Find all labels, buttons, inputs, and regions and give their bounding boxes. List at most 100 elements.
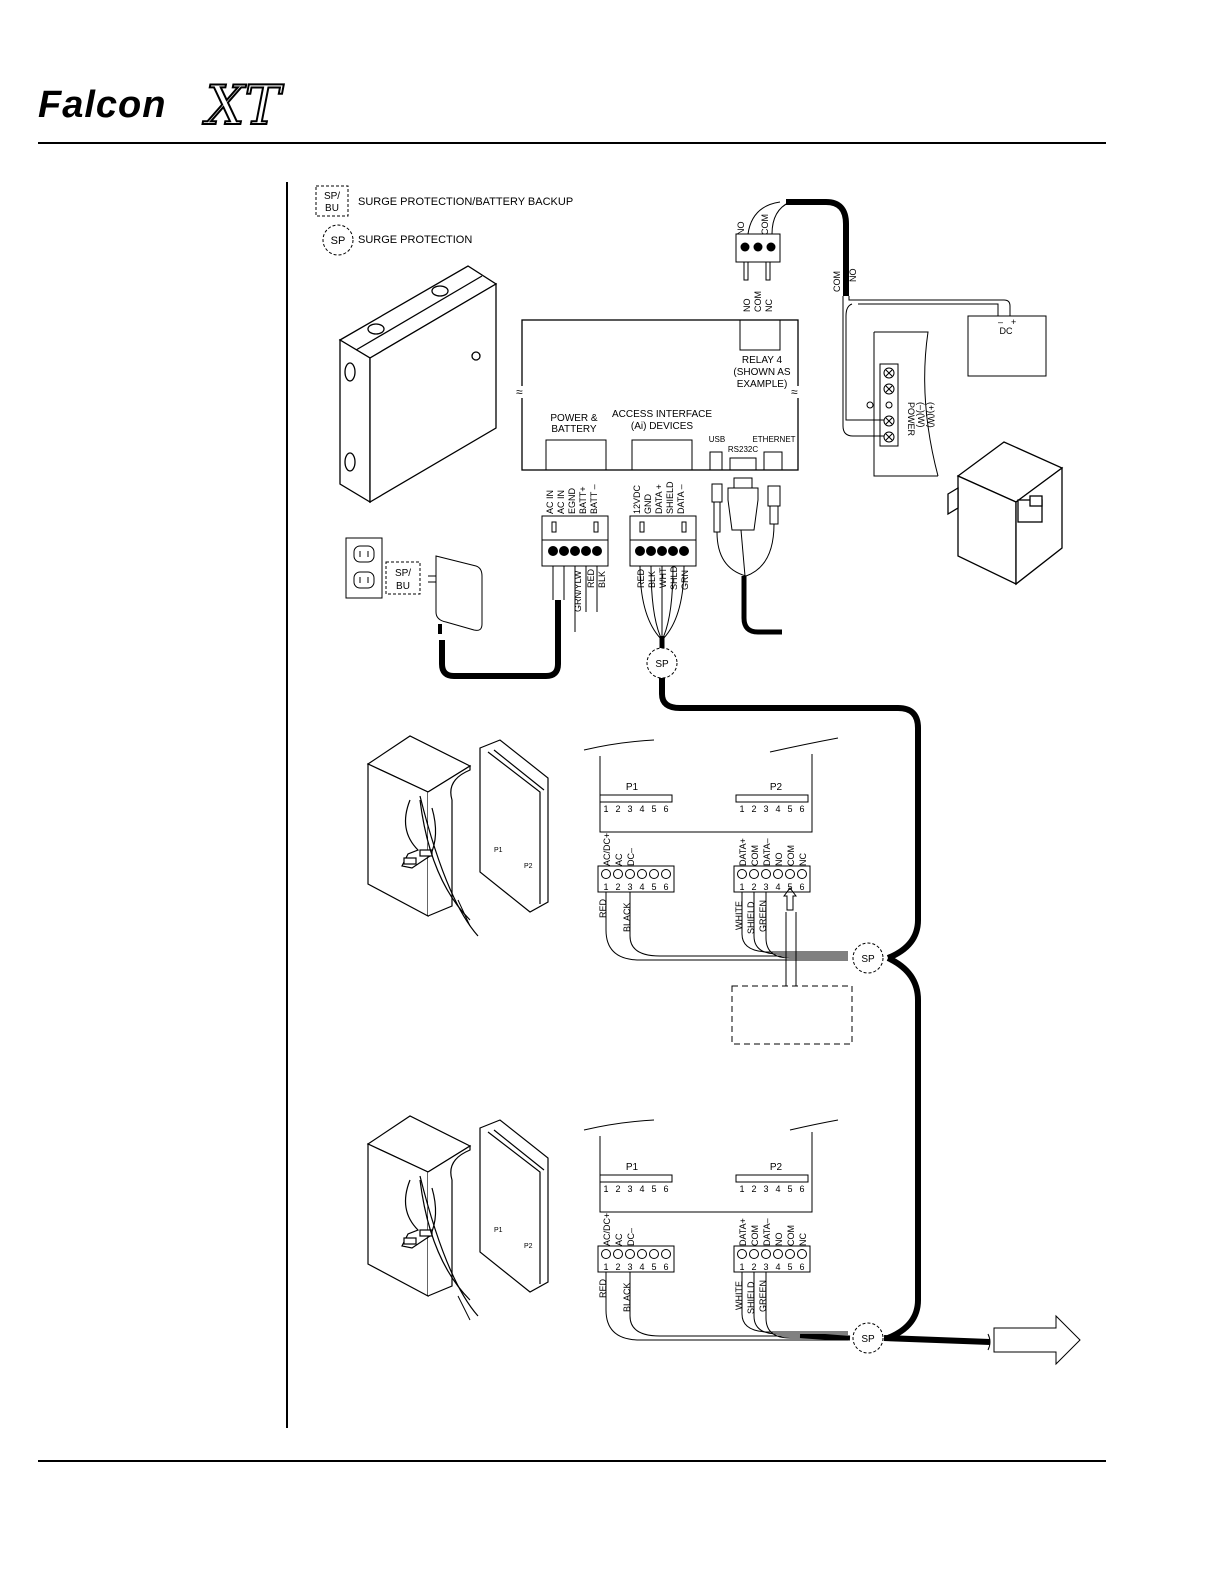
- r1-relay-device: [731, 985, 853, 1045]
- power-cable: [439, 600, 561, 679]
- relay-bottom-com: COM: [753, 291, 763, 312]
- r1-term-data-minus: DATA–: [762, 838, 772, 866]
- term-data-plus: DATA +: [654, 484, 664, 514]
- svg-text:2: 2: [751, 882, 756, 892]
- usb-label: USB: [709, 435, 725, 444]
- svg-text:1: 1: [739, 882, 744, 892]
- svg-text:2: 2: [615, 804, 620, 814]
- r1-wire-shield: SHIELD: [746, 901, 756, 934]
- power-terminal-block: [541, 515, 609, 567]
- outlet-spbu: SP/ BU: [385, 561, 421, 595]
- svg-text:2: 2: [751, 1184, 756, 1194]
- relay-4-header: [739, 319, 781, 351]
- r1-term-no: NO: [774, 853, 784, 867]
- mini-p1-r2: P1: [494, 1227, 503, 1234]
- wire-red-ai: RED: [636, 568, 646, 588]
- svg-text:2: 2: [615, 1184, 620, 1194]
- spbu-legend-text: SURGE PROTECTION/BATTERY BACKUP: [358, 196, 573, 208]
- trunk-cable-1: [659, 678, 921, 961]
- dc-plus: +: [1011, 317, 1016, 327]
- svg-text:5: 5: [787, 1184, 792, 1194]
- svg-text:3: 3: [763, 804, 768, 814]
- wire-grn-ai: GRN: [680, 570, 690, 590]
- ai-terminal-block: [629, 515, 697, 567]
- sp-marker-2: SP: [852, 942, 884, 974]
- comm-cables: [711, 477, 781, 577]
- rs232-label: RS232C: [728, 445, 758, 454]
- svg-text:6: 6: [663, 1184, 668, 1194]
- r1-p2-label: P2: [770, 782, 783, 793]
- sp-legend-symbol: [322, 224, 354, 256]
- r2-term-no: NO: [774, 1233, 784, 1247]
- spbu-legend-line1: SP/: [324, 191, 340, 202]
- svg-text:5: 5: [651, 804, 656, 814]
- svg-text:2: 2: [751, 804, 756, 814]
- wall-outlet: [345, 537, 383, 599]
- power-terminal-labels: AC IN AC IN EGND BATT+ BATT –: [545, 484, 599, 514]
- sp-marker-1-label: SP: [655, 659, 669, 670]
- mini-p2-r2: P2: [524, 1243, 533, 1250]
- r2-term-data-plus: DATA+: [738, 1218, 748, 1246]
- svg-text:6: 6: [663, 882, 668, 892]
- svg-text:4: 4: [775, 804, 780, 814]
- svg-text:2: 2: [615, 1262, 620, 1272]
- spbu-legend-line2: BU: [325, 203, 339, 214]
- power-header: [545, 439, 607, 471]
- r1-relay-arrow: [783, 887, 797, 911]
- relay-bottom-nc: NC: [764, 299, 774, 312]
- r1-term-com-2: COM: [786, 845, 796, 866]
- r2-p1-label: P1: [626, 1162, 639, 1173]
- r2-wire-black: BLACK: [622, 1282, 632, 1312]
- svg-text:3: 3: [763, 1262, 768, 1272]
- sp-legend-label: SP: [331, 235, 346, 247]
- relay-label-1: RELAY 4: [742, 355, 783, 366]
- break-mark-right: ≈: [791, 385, 798, 399]
- wire-grn-ylw: GRN/YLW: [573, 570, 583, 612]
- ethernet-port: [763, 451, 783, 471]
- svg-text:4: 4: [639, 804, 644, 814]
- comm-cable-bundle: [741, 576, 782, 635]
- sp-legend-text: SURGE PROTECTION: [358, 234, 472, 246]
- sp-marker-3-label: SP: [861, 1334, 875, 1345]
- sp-marker-2-label: SP: [861, 954, 875, 965]
- r2-wire-shield: SHIELD: [746, 1281, 756, 1314]
- wire-shld-ai: SHLD: [669, 565, 679, 590]
- r2-term-nc: NC: [798, 1233, 808, 1246]
- dc-label: DC: [1000, 326, 1013, 336]
- svg-text:5: 5: [787, 1262, 792, 1272]
- power-battery-label-1: POWER &: [550, 413, 598, 424]
- svg-text:5: 5: [787, 882, 792, 892]
- svg-text:5: 5: [651, 1262, 656, 1272]
- svg-text:3: 3: [763, 1184, 768, 1194]
- ai-header: [631, 439, 693, 471]
- term-ac-in-1: AC IN: [545, 490, 555, 514]
- wire-red-power: RED: [586, 568, 596, 588]
- svg-text:3: 3: [627, 1262, 632, 1272]
- relay-bottom-no: NO: [742, 299, 752, 313]
- lock-power-label-3: (+)(W): [926, 402, 936, 428]
- r1-wire-red: RED: [598, 898, 608, 918]
- term-gnd: GND: [643, 494, 653, 515]
- svg-text:4: 4: [639, 882, 644, 892]
- r2-wire-red: RED: [598, 1278, 608, 1298]
- footer-rule: [38, 1460, 1106, 1462]
- power-battery-label-2: BATTERY: [551, 424, 597, 435]
- lock-power-label-1: POWER: [906, 402, 916, 437]
- r1-term-nc: NC: [798, 853, 808, 866]
- wire-blk-power: BLK: [597, 571, 607, 588]
- reader-housing-1: [366, 735, 549, 937]
- r2-term-data-minus: DATA–: [762, 1218, 772, 1246]
- mini-p2-r1: P2: [524, 863, 533, 870]
- continue-arrow: [993, 1314, 1081, 1366]
- svg-text:3: 3: [627, 1184, 632, 1194]
- r1-wire-green: GREEN: [758, 900, 768, 932]
- outlet-spbu-line1: SP/: [395, 568, 411, 579]
- svg-text:1: 1: [739, 1262, 744, 1272]
- wire-blk-ai: BLK: [647, 571, 657, 588]
- svg-text:1: 1: [739, 1184, 744, 1194]
- svg-text:6: 6: [799, 1184, 804, 1194]
- reader-housing-2: [366, 1115, 549, 1317]
- controller-enclosure: [338, 265, 498, 504]
- relay-top-com: COM: [760, 214, 770, 235]
